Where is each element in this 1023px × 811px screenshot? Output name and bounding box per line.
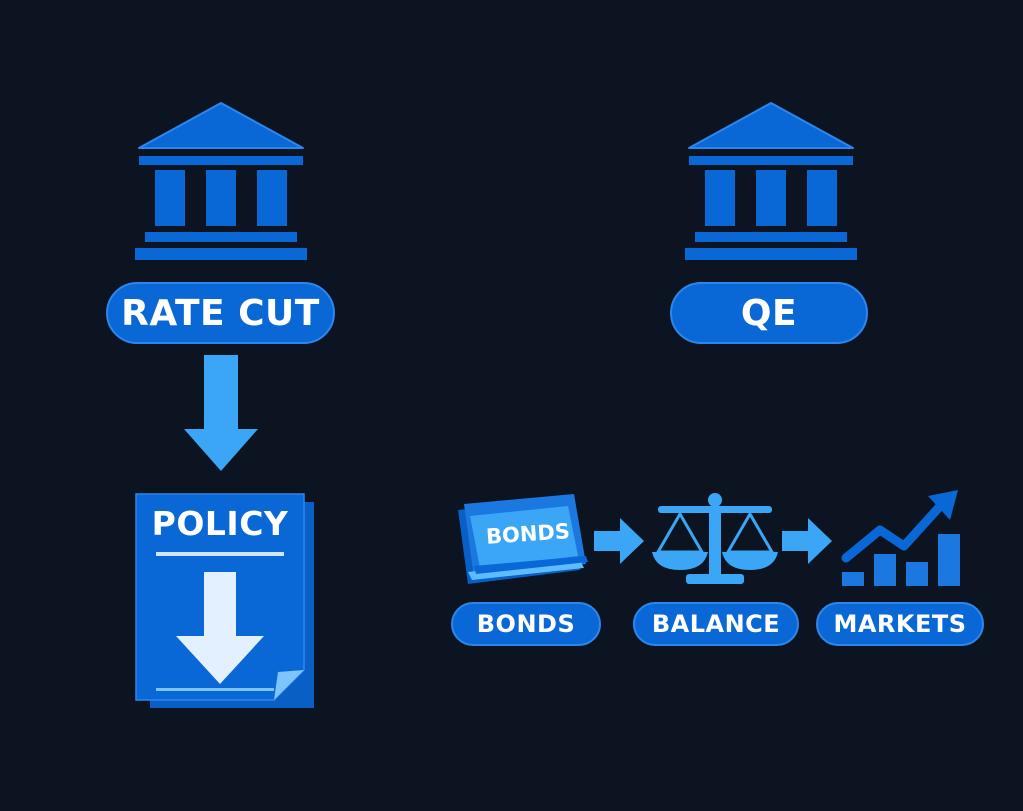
policy-down-arrow-icon — [176, 572, 264, 684]
bond-certificates-icon — [458, 494, 588, 584]
central-bank-icon — [135, 102, 307, 260]
policy-title: POLICY — [151, 504, 289, 543]
right-arrow-icon-2 — [782, 518, 832, 564]
qe-label: QE — [670, 282, 868, 344]
rate-cut-label: RATE CUT — [106, 282, 335, 344]
bonds-label: BONDS — [451, 602, 601, 646]
right-arrow-icon — [594, 518, 644, 564]
bonds-icon: BONDS — [452, 488, 592, 590]
rising-chart-icon — [841, 490, 960, 586]
balance-scale-icon — [652, 493, 778, 584]
markets-label: MARKETS — [816, 602, 984, 646]
balance-label: BALANCE — [633, 602, 799, 646]
central-bank-icon-qe — [685, 102, 857, 260]
policy-document: POLICY — [134, 492, 318, 712]
down-arrow-icon — [184, 355, 258, 471]
